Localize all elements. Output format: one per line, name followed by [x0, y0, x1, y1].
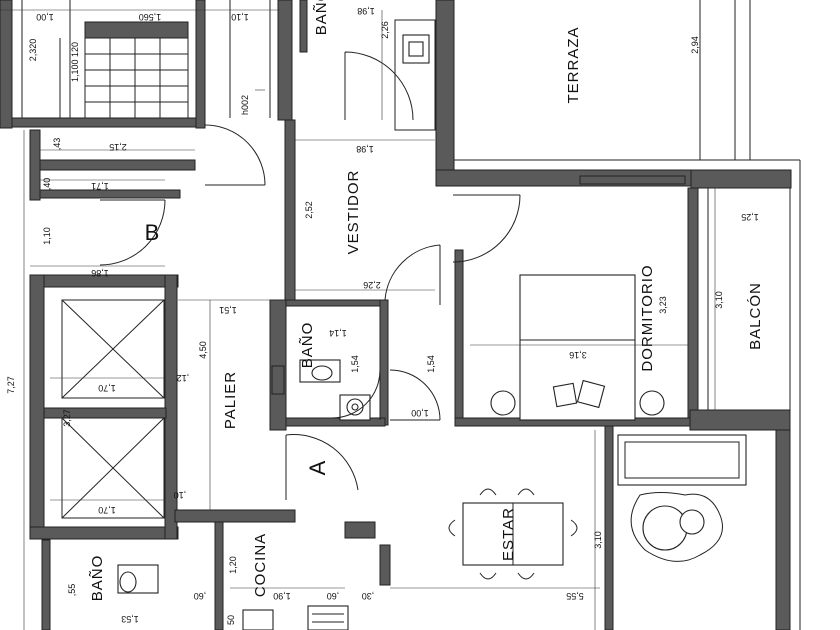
room-label-bano-top: BAÑO [313, 0, 330, 35]
dim-text: 2,26 [380, 21, 390, 39]
dim-text: 3,27 [62, 409, 72, 427]
dim-text: 1,10 [231, 12, 249, 22]
dim-text: 7,27 [6, 376, 16, 394]
room-label-vestidor: VESTIDOR [345, 170, 362, 255]
room-label-bano-left: BAÑO [89, 555, 106, 602]
double-bed [490, 274, 665, 421]
dim-text: 2,15 [109, 142, 127, 152]
dining-table [448, 488, 578, 580]
dim-text: ,40 [42, 178, 52, 191]
dim-text: 1,14 [329, 328, 347, 338]
bathroom-fixtures [271, 359, 371, 421]
kitchen-fixtures [117, 564, 349, 630]
dim-text: ,30 [362, 591, 375, 601]
elevator-shafts [61, 299, 165, 519]
dim-text: ,55 [67, 584, 77, 597]
dim-text: 3,23 [658, 296, 668, 314]
dim-text: 3,16 [569, 350, 587, 360]
dim-text: 4,50 [198, 341, 208, 359]
room-label-terraza: TERRAZA [565, 26, 582, 103]
walls [0, 0, 792, 630]
dim-text: 1,00 [36, 12, 54, 22]
dim-text: 1,54 [350, 355, 360, 373]
dim-text: 1,00 [411, 408, 429, 418]
dim-text: ,60 [327, 591, 340, 601]
dim-text: 1,86 [91, 268, 109, 278]
door-swings [99, 51, 521, 500]
level-label: h002 [240, 95, 250, 115]
room-label-palier: PALIER [222, 371, 239, 429]
terrace-balcony-lines [454, 0, 801, 630]
door-label-a: A [305, 460, 330, 475]
dim-text: 2,94 [690, 36, 700, 54]
lounge-furniture [617, 434, 747, 562]
dimension-lines [0, 9, 716, 630]
room-label-estar: ESTAR [500, 507, 517, 561]
dim-text: 1,71 [91, 181, 109, 191]
dim-text: 1,25 [741, 212, 759, 222]
dim-text: 3,10 [714, 291, 724, 309]
dim-text: 50 [226, 615, 236, 625]
dim-text: 1,10 [42, 227, 52, 245]
dim-text: 1,98 [356, 144, 374, 154]
dim-text: ,43 [52, 138, 62, 151]
dim-text: 1,90 [273, 591, 291, 601]
dim-text: 1,54 [426, 355, 436, 373]
dim-text: 3,10 [593, 531, 603, 549]
dim-text: 2,52 [304, 201, 314, 219]
dim-text: 2,26 [363, 280, 381, 290]
dim-text: 1,70 [98, 505, 116, 515]
dim-text: ,10 [174, 490, 187, 500]
dim-text: 1,51 [219, 305, 237, 315]
stairs [21, 0, 271, 119]
dim-text: 1,98 [357, 6, 375, 16]
dim-text: ,60 [194, 591, 207, 601]
room-label-bano-center: BAÑO [299, 322, 316, 369]
room-label-balcon: BALCÓN [747, 282, 764, 350]
dim-text: 1,53 [121, 614, 139, 624]
top-sink [394, 19, 436, 131]
dimension-texts: 1,00 1,560 1,10 2,320 1,100 120 1,98 2,2… [6, 6, 759, 625]
dim-text: ,12 [177, 373, 190, 383]
dim-text: 2,320 [28, 39, 38, 62]
dim-text: 1,20 [228, 556, 238, 574]
dim-text: 1,100 120 [70, 42, 80, 82]
room-label-cocina: COCINA [252, 533, 269, 597]
dim-text: 1,560 [139, 12, 162, 22]
door-label-b: B [145, 220, 160, 245]
dim-text: 1,70 [98, 383, 116, 393]
room-label-dormitorio: DORMITORIO [639, 264, 656, 371]
dim-text: 5,55 [566, 591, 584, 601]
